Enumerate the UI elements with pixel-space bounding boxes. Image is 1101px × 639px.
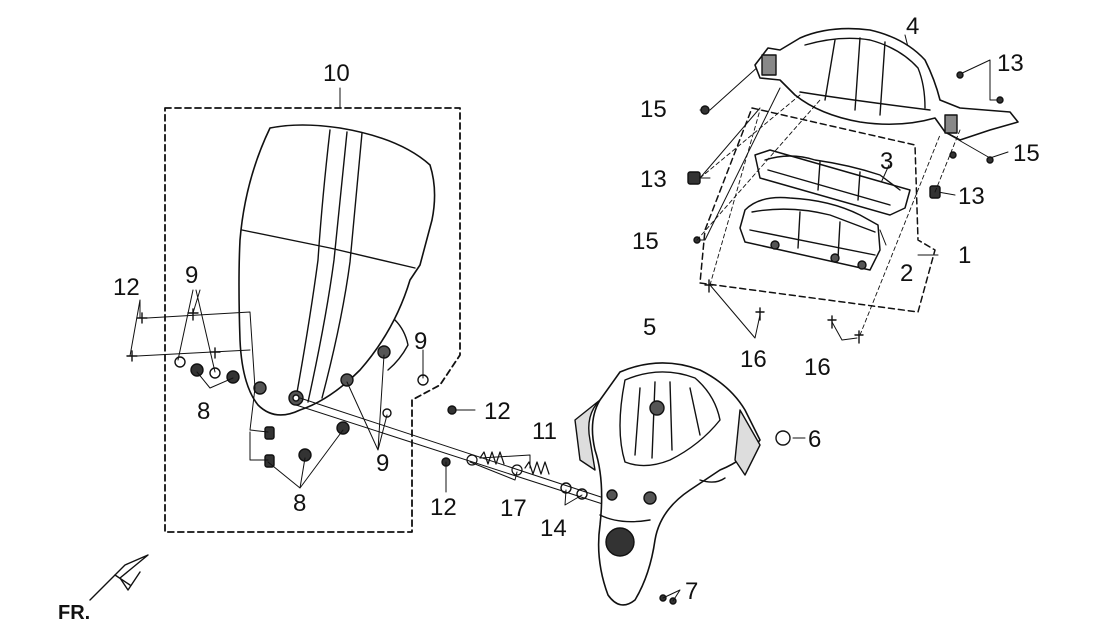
windscreen-fasteners bbox=[126, 308, 677, 605]
spring-parts bbox=[466, 451, 550, 476]
label-6: 6 bbox=[808, 426, 822, 453]
label-9-center: 9 bbox=[376, 450, 390, 477]
label-9-left: 9 bbox=[185, 262, 199, 289]
meter-fasteners bbox=[687, 71, 1004, 344]
label-2: 2 bbox=[900, 260, 914, 287]
label-14: 14 bbox=[540, 515, 567, 542]
meter-leaders bbox=[696, 94, 961, 336]
label-13-right: 13 bbox=[958, 183, 985, 210]
label-15-left: 15 bbox=[632, 228, 659, 255]
meter-cover-part bbox=[754, 27, 1019, 141]
label-13-left: 13 bbox=[640, 166, 667, 193]
label-12-left: 12 bbox=[113, 274, 140, 301]
label-12-right: 12 bbox=[484, 398, 511, 425]
grommet-part bbox=[775, 430, 791, 446]
label-8-bottom: 8 bbox=[293, 490, 307, 517]
label-11: 11 bbox=[532, 418, 557, 445]
label-16-right: 16 bbox=[804, 354, 831, 381]
label-16-left: 16 bbox=[740, 346, 767, 373]
speedometer-part bbox=[739, 196, 881, 271]
label-1: 1 bbox=[958, 242, 972, 269]
label-15-right: 15 bbox=[1013, 140, 1040, 167]
windscreen-group-outline bbox=[164, 107, 461, 533]
label-10: 10 bbox=[323, 60, 350, 87]
label-13-top: 13 bbox=[997, 50, 1024, 77]
front-cowl-part bbox=[574, 362, 761, 606]
label-12-bottom: 12 bbox=[430, 494, 457, 521]
meter-housing-part bbox=[754, 149, 911, 216]
label-5: 5 bbox=[643, 314, 657, 341]
front-marker-label: FR. bbox=[58, 602, 91, 624]
label-9-right: 9 bbox=[414, 328, 428, 355]
windscreen-part bbox=[238, 124, 436, 416]
label-3: 3 bbox=[880, 148, 894, 175]
label-8-left: 8 bbox=[197, 398, 211, 425]
label-15-topleft: 15 bbox=[640, 96, 667, 123]
label-17: 17 bbox=[500, 495, 527, 522]
meter-group-outline bbox=[699, 107, 936, 313]
front-direction-arrow bbox=[89, 554, 149, 601]
label-7: 7 bbox=[685, 578, 699, 605]
label-4: 4 bbox=[906, 13, 920, 40]
